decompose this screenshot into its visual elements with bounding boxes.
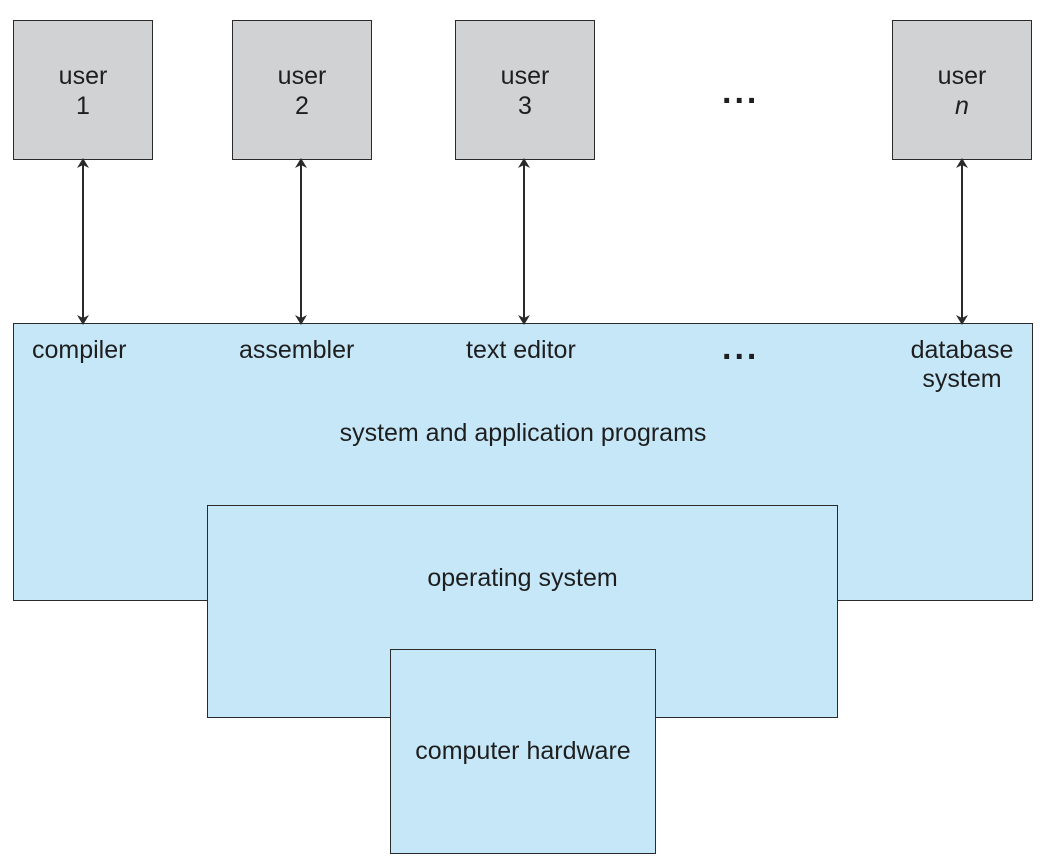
hardware-layer-label: computer hardware <box>415 737 631 765</box>
database-label-line2: system <box>922 365 1002 393</box>
user-2-box: user 2 <box>232 20 372 160</box>
os-layer-label: operating system <box>427 564 618 592</box>
user-2-label: user <box>277 62 327 90</box>
user-1-box: user 1 <box>13 20 153 160</box>
user-2-number: 2 <box>295 92 309 120</box>
users-ellipsis: ... <box>722 73 760 111</box>
database-system-label: database system <box>900 336 1024 394</box>
user-n-number: n <box>955 92 969 120</box>
user-1-label: user <box>58 62 108 90</box>
user-3-box: user 3 <box>455 20 595 160</box>
user-3-label: user <box>500 62 550 90</box>
compiler-label: compiler <box>32 336 127 364</box>
user-n-box: user n <box>892 20 1032 160</box>
assembler-label: assembler <box>239 336 355 364</box>
computer-hardware-layer <box>390 649 656 854</box>
programs-ellipsis: ... <box>722 329 760 367</box>
user-3-number: 3 <box>518 92 532 120</box>
user-1-number: 1 <box>76 92 90 120</box>
text-editor-label: text editor <box>466 336 576 364</box>
database-label-line1: database <box>910 336 1014 364</box>
user-n-label: user <box>937 62 987 90</box>
applications-layer-label: system and application programs <box>339 419 707 447</box>
